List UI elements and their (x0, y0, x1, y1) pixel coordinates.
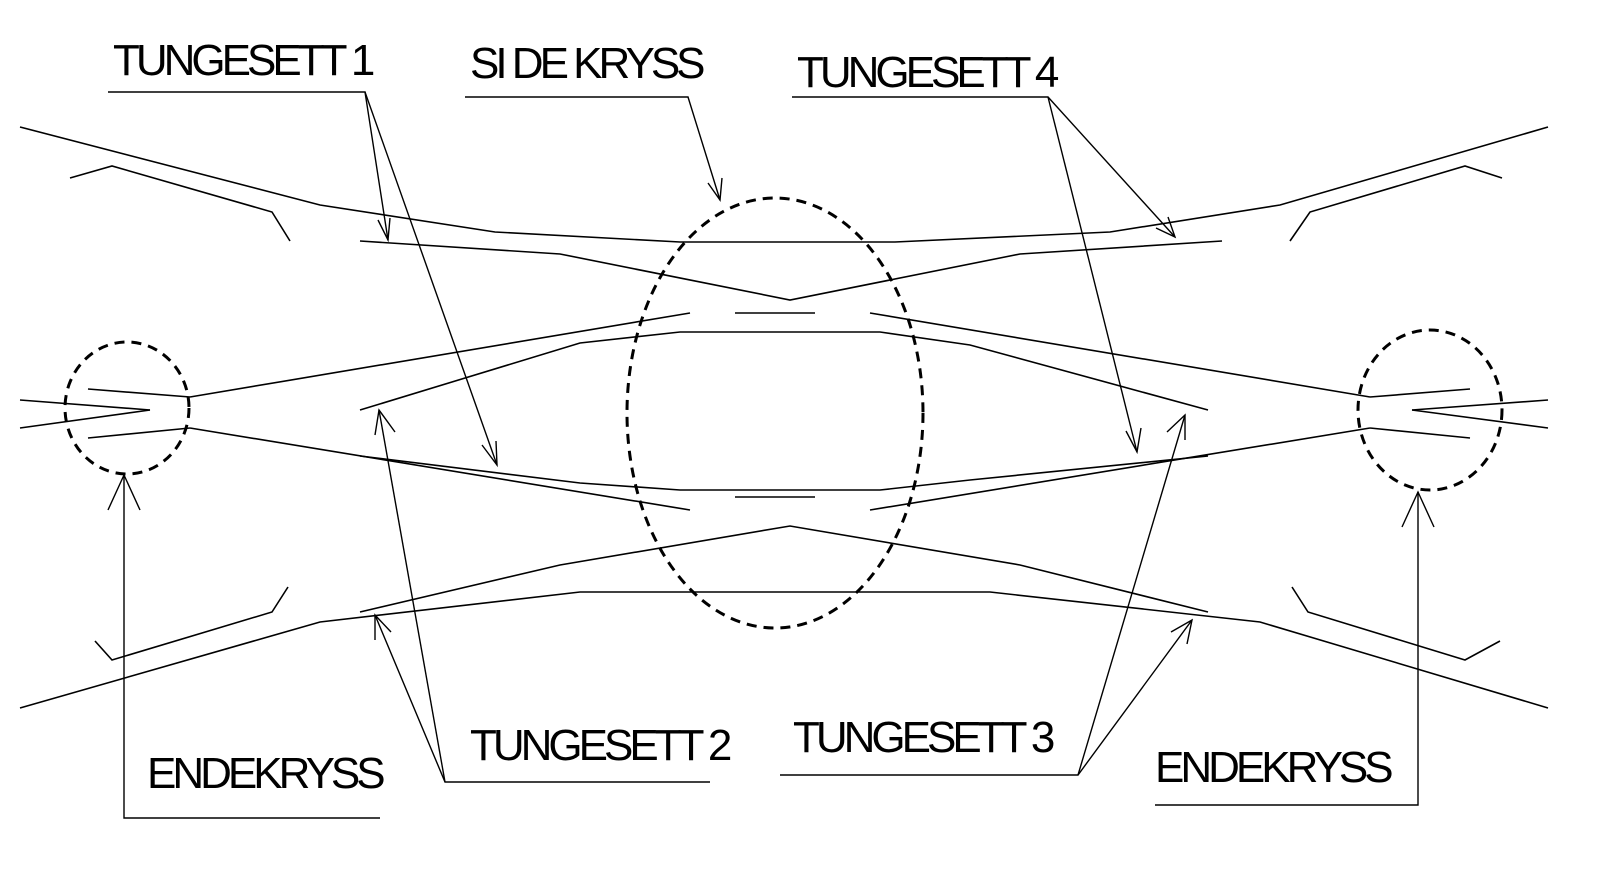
label-tungesett-3: TUNGESETT 3 (793, 713, 1054, 762)
right-end-crossing-circle (1356, 328, 1504, 492)
left-end-crossing-circle (63, 340, 191, 476)
label-tungesett-4: TUNGESETT 4 (797, 48, 1059, 97)
label-tungesett-1: TUNGESETT 1 (113, 36, 374, 85)
track-rails (19, 126, 1549, 709)
label-endekryss-right: ENDEKRYSS (1155, 743, 1392, 792)
label-endekryss-left: ENDEKRYSS (147, 749, 384, 798)
leader-lines (107, 91, 1435, 819)
label-sidekryss: SI DE KRYSS (470, 39, 704, 88)
label-tungesett-2: TUNGESETT 2 (470, 721, 731, 770)
side-crossing-circle (625, 196, 925, 630)
